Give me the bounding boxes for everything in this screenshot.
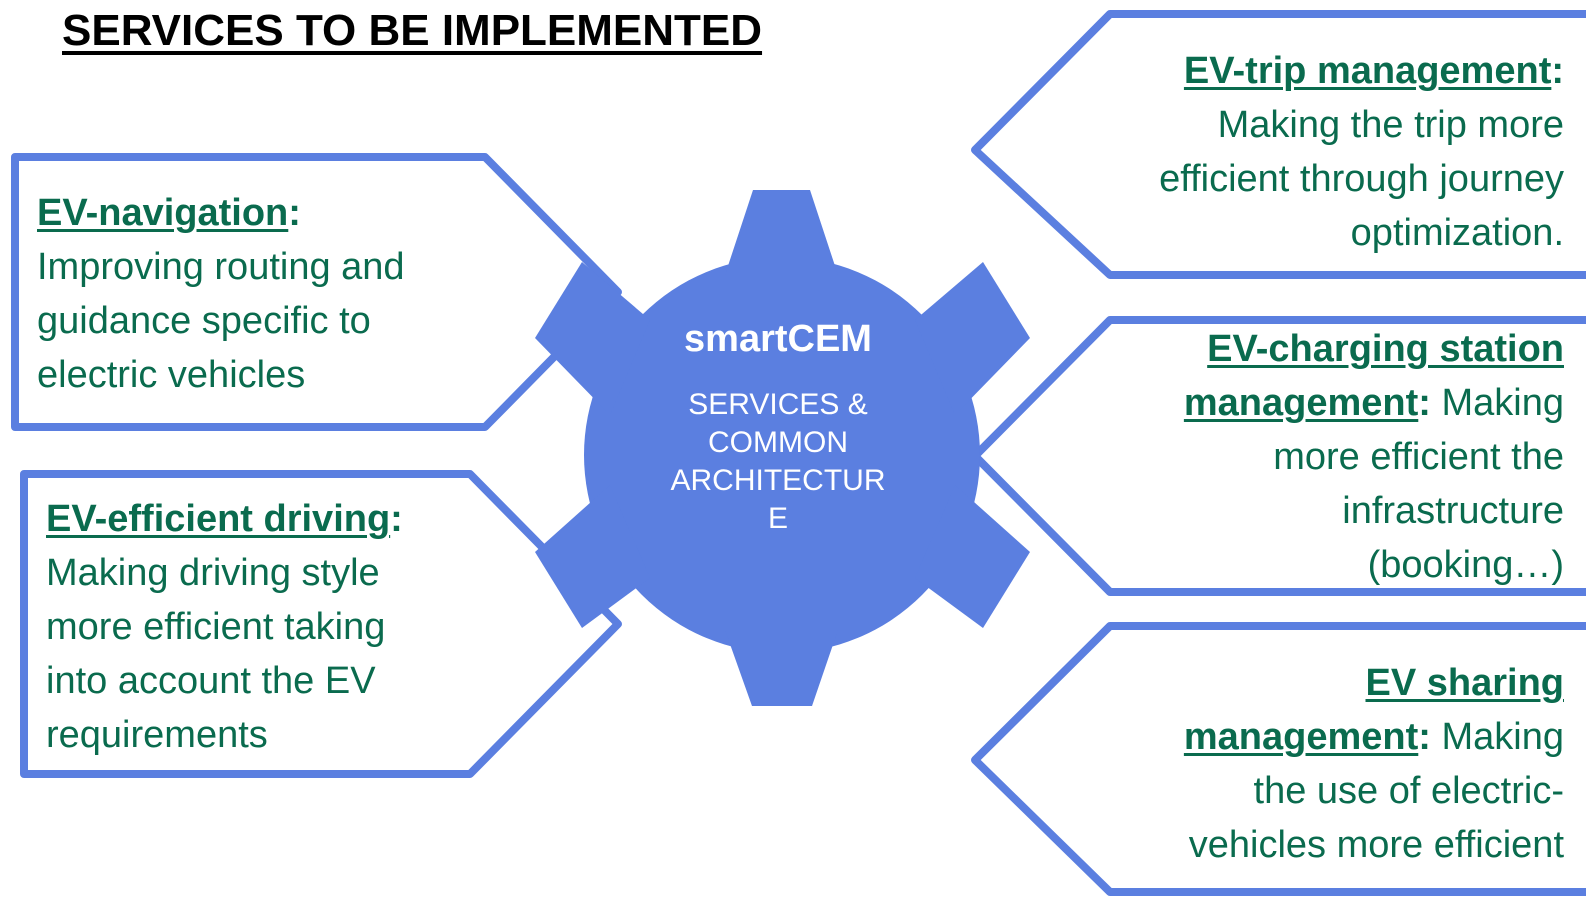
gear-subtitle: SERVICES & COMMON ARCHITECTUR E	[628, 386, 928, 538]
navigation-colon: :	[288, 192, 301, 234]
charging-colon: :	[1418, 382, 1431, 424]
charging-line: more efficient the	[1273, 436, 1564, 478]
sharing-line: the use of electric-	[1253, 770, 1564, 812]
charging-heading: management	[1183, 382, 1419, 424]
sharing-line: vehicles more efficient	[1188, 824, 1564, 866]
trip-line: Making the trip more	[1217, 104, 1564, 146]
callout-sharing-text: EV sharing management: Making the use of…	[1184, 656, 1564, 872]
page-title: SERVICES TO BE IMPLEMENTED	[62, 6, 763, 55]
gear-title: smartCEM	[684, 318, 872, 360]
callout-charging-shape	[971, 316, 1586, 596]
navigation-line: electric vehicles	[37, 354, 306, 396]
charging-line: infrastructure	[1342, 490, 1564, 532]
sharing-line: Making	[1430, 716, 1564, 758]
charging-line: Making	[1430, 382, 1564, 424]
driving-heading: EV-efficient driving	[46, 498, 391, 540]
gear-icon	[535, 190, 1030, 706]
charging-line: (booking…)	[1367, 544, 1564, 586]
driving-line: more efficient taking	[46, 606, 386, 648]
callout-charging-text: EV-charging station management: Making m…	[1184, 322, 1564, 592]
navigation-line: Improving routing and	[37, 246, 405, 288]
callout-driving-shape	[20, 470, 622, 778]
callout-driving-text: EV-efficient driving: Making driving sty…	[46, 492, 403, 762]
callout-trip-shape	[971, 10, 1586, 279]
driving-line: Making driving style	[46, 552, 380, 594]
sharing-heading: EV sharing	[1365, 662, 1565, 704]
callout-navigation-shape	[11, 153, 622, 431]
callout-trip-text: EV-trip management: Making the trip more…	[1159, 44, 1564, 260]
driving-colon: :	[390, 498, 403, 540]
navigation-line: guidance specific to	[37, 300, 371, 342]
trip-heading: EV-trip management	[1183, 50, 1552, 92]
callout-sharing-shape	[971, 622, 1586, 896]
charging-heading: EV-charging station	[1207, 328, 1564, 370]
callout-navigation-text: EV-navigation: Improving routing and gui…	[37, 186, 405, 402]
driving-line: requirements	[46, 714, 268, 756]
gear-subtitle-line: ARCHITECTUR	[670, 464, 886, 497]
trip-line: efficient through journey	[1159, 158, 1564, 200]
gear-subtitle-line: SERVICES &	[688, 388, 868, 421]
trip-colon: :	[1551, 50, 1564, 92]
gear-subtitle-line: COMMON	[708, 426, 848, 459]
driving-line: into account the EV	[46, 660, 376, 702]
trip-line: optimization.	[1350, 212, 1564, 254]
navigation-heading: EV-navigation	[37, 192, 289, 234]
sharing-heading: management	[1183, 716, 1419, 758]
gear-subtitle-line: E	[767, 502, 788, 535]
sharing-colon: :	[1418, 716, 1431, 758]
